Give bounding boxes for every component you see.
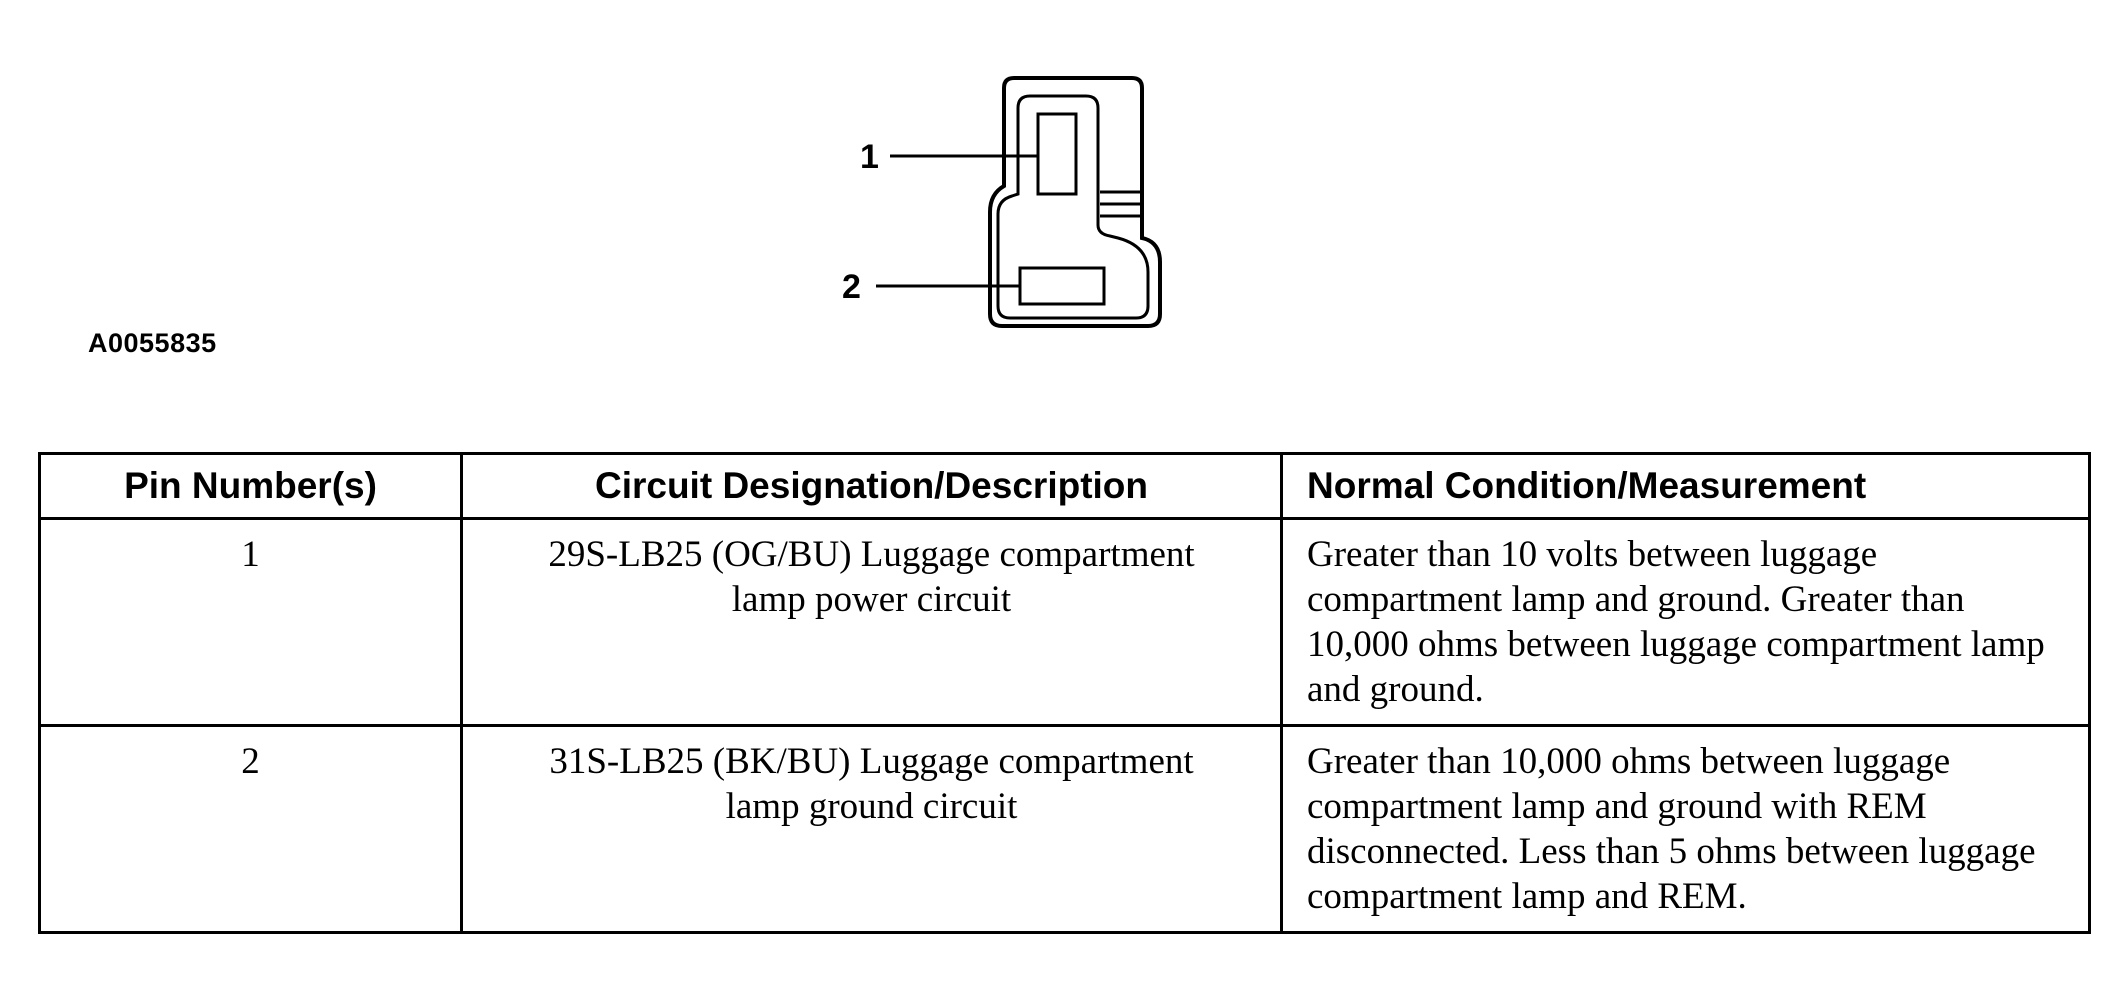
- connector-housing-outer: [988, 76, 1162, 328]
- table-header-row: Pin Number(s) Circuit Designation/Descri…: [38, 452, 2091, 520]
- pin-1-terminal: [1036, 112, 1078, 196]
- header-pin-number: Pin Number(s): [38, 452, 463, 520]
- row-2-circuit-line1: 31S-LB25 (BK/BU) Luggage compartment: [549, 741, 1194, 782]
- figure-id: A0055835: [88, 328, 217, 358]
- header-normal-condition: Normal Condition/Measurement: [1280, 452, 2091, 520]
- row-2-circuit: 31S-LB25 (BK/BU) Luggage compartment lam…: [460, 724, 1283, 934]
- pin-table: Pin Number(s) Circuit Designation/Descri…: [38, 452, 2091, 934]
- connector-diagram: 1 2: [842, 76, 1162, 328]
- row-1-pin: 1: [38, 517, 463, 727]
- pin-2-terminal: [1018, 266, 1106, 306]
- connector-housing-inner: [996, 94, 1150, 320]
- row-1-circuit-line1: 29S-LB25 (OG/BU) Luggage compartment: [548, 534, 1195, 575]
- pin-1-label: 1: [860, 138, 879, 176]
- row-2-condition: Greater than 10,000 ohms between luggage…: [1280, 724, 2091, 934]
- header-circuit-designation: Circuit Designation/Description: [460, 452, 1283, 520]
- pin-2-label: 2: [842, 268, 861, 306]
- row-1-circuit-line2: lamp power circuit: [731, 579, 1012, 620]
- row-1-circuit: 29S-LB25 (OG/BU) Luggage compartment lam…: [460, 517, 1283, 727]
- table-row: 2 31S-LB25 (BK/BU) Luggage compartment l…: [38, 724, 2091, 934]
- row-2-pin: 2: [38, 724, 463, 934]
- row-2-circuit-line2: lamp ground circuit: [725, 786, 1018, 827]
- table-row: 1 29S-LB25 (OG/BU) Luggage compartment l…: [38, 517, 2091, 727]
- row-1-condition: Greater than 10 volts between luggage co…: [1280, 517, 2091, 727]
